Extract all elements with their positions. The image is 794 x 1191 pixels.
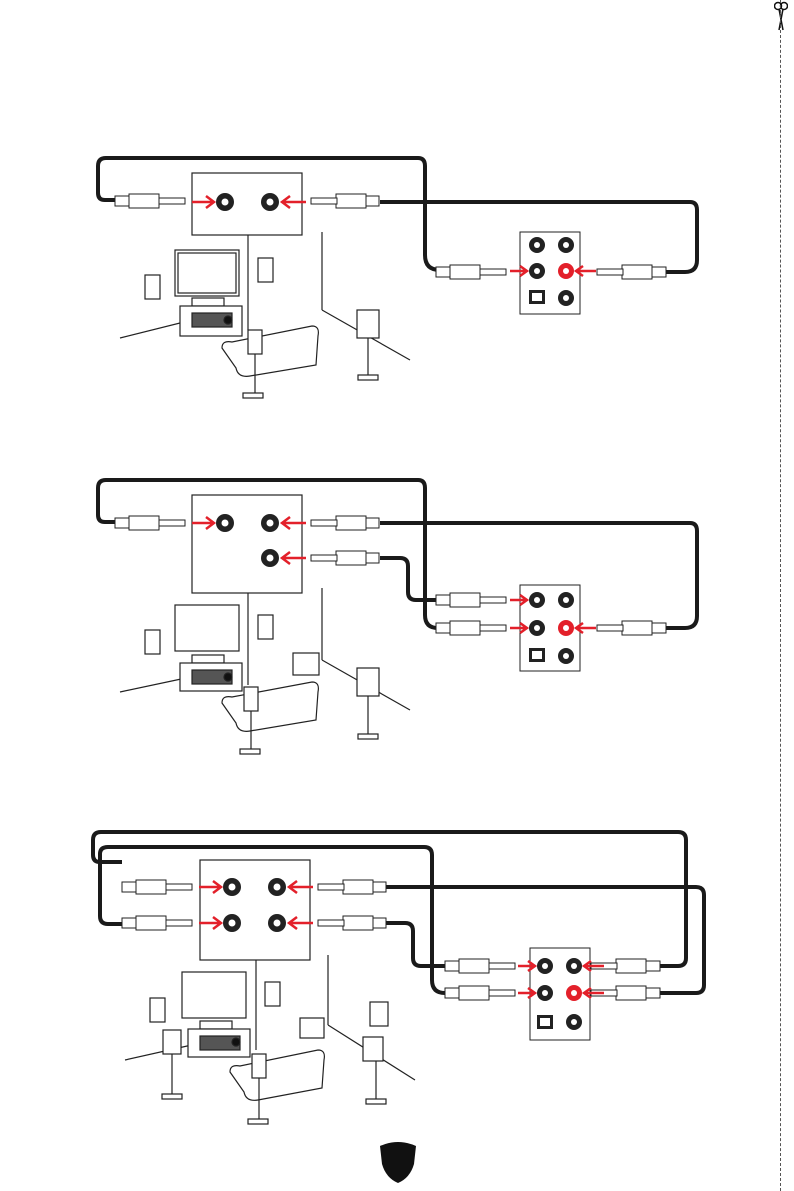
audio-plug <box>122 880 192 894</box>
speaker-icon <box>293 653 319 675</box>
room-illustration <box>125 955 415 1124</box>
speaker-diagram-6ch <box>0 820 794 1140</box>
audio-plug <box>445 959 515 973</box>
speaker-icon <box>145 630 160 654</box>
tv-icon <box>182 972 246 1018</box>
audio-plug <box>436 593 506 607</box>
audio-plug <box>115 194 185 208</box>
room-illustration <box>120 232 410 398</box>
cable <box>380 558 438 600</box>
audio-plug <box>445 986 515 1000</box>
audio-plug <box>318 916 386 930</box>
speaker-icon <box>150 998 165 1022</box>
speaker-icon <box>248 330 262 354</box>
audio-plug <box>311 516 379 530</box>
shield-logo-icon <box>378 1140 418 1184</box>
speaker-icon <box>244 687 258 711</box>
speaker-icon <box>357 310 379 338</box>
audio-plug <box>318 880 386 894</box>
speaker-icon <box>300 1018 324 1038</box>
scissors-icon <box>774 0 788 40</box>
cable <box>93 832 686 966</box>
speaker-diagram-2ch <box>0 150 794 410</box>
arrow-icon <box>576 266 596 276</box>
rear-audio-panel <box>520 232 580 314</box>
speaker-icon <box>145 275 160 299</box>
speaker-icon <box>265 982 280 1006</box>
speaker-icon <box>163 1030 181 1054</box>
audio-plug <box>311 194 379 208</box>
room-illustration <box>120 588 410 754</box>
speaker-icon <box>258 615 273 639</box>
amplifier-jack-panel <box>192 495 302 593</box>
speaker-icon <box>258 258 273 282</box>
rear-audio-panel <box>530 948 590 1040</box>
audio-plug <box>597 621 666 635</box>
audio-plug <box>436 265 506 279</box>
tv-icon <box>175 605 239 651</box>
cable <box>385 923 445 966</box>
speaker-diagram-4ch <box>0 470 794 770</box>
amplifier-jack-panel <box>200 860 310 960</box>
speaker-icon <box>252 1054 266 1078</box>
speaker-icon <box>370 1002 388 1026</box>
audio-plug <box>311 551 379 565</box>
speaker-icon <box>363 1037 383 1061</box>
audio-plug <box>597 265 666 279</box>
audio-plug <box>122 916 192 930</box>
audio-plug <box>115 516 185 530</box>
arrow-icon <box>576 623 596 633</box>
speaker-icon <box>357 668 379 696</box>
audio-plug <box>436 621 506 635</box>
